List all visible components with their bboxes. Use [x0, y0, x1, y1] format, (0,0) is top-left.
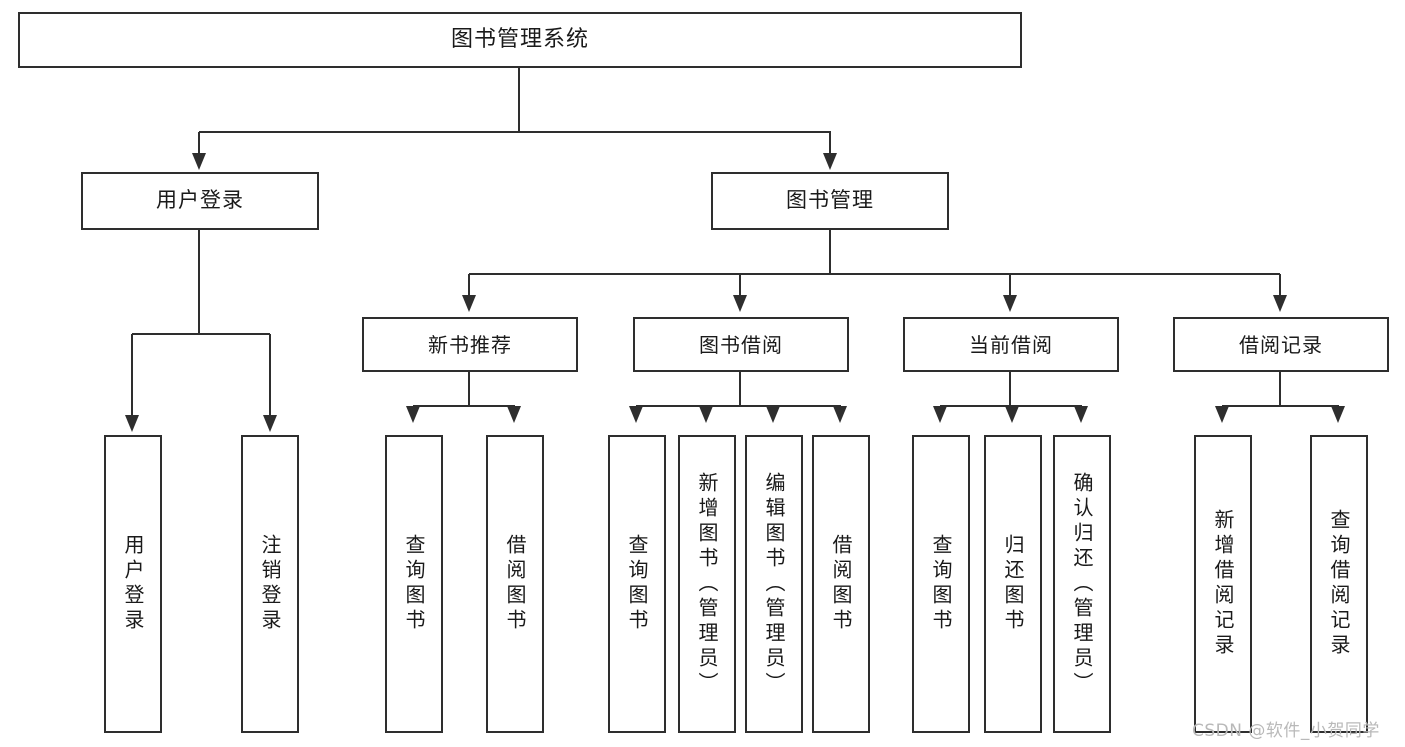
arrow-new-book-recommend-0 — [406, 406, 420, 423]
node-label: 新增图书（管理员） — [695, 471, 719, 697]
node-label: 用户登录 — [121, 534, 145, 634]
watermark-text: CSDN @软件_小贺同学 — [1192, 721, 1380, 741]
node-label: 借阅图书 — [829, 534, 853, 634]
arrow-root-1 — [823, 153, 837, 170]
node-borrow-record[interactable]: 借阅记录 — [1173, 317, 1389, 372]
node-label: 查询图书 — [929, 534, 953, 634]
node-new-book-recommend[interactable]: 新书推荐 — [362, 317, 578, 372]
node-root-system[interactable]: 图书管理系统 — [18, 12, 1022, 68]
arrow-current-borrow-0 — [933, 406, 947, 423]
connector-book-management-stem — [828, 230, 832, 275]
node-label: 编辑图书（管理员） — [762, 471, 786, 697]
connector-root-drop-1 — [828, 132, 832, 154]
node-book-borrow[interactable]: 图书借阅 — [633, 317, 849, 372]
connector-user-login-drop-1 — [268, 334, 272, 416]
node-leaf-return-book[interactable]: 归还图书 — [984, 435, 1042, 733]
arrow-current-borrow-2 — [1074, 406, 1088, 423]
node-label: 新增借阅记录 — [1211, 509, 1235, 659]
connector-root-drop-0 — [197, 132, 201, 154]
node-leaf-add-book-admin[interactable]: 新增图书（管理员） — [678, 435, 736, 733]
connector-root-stem — [517, 68, 521, 133]
arrow-borrow-record-1 — [1331, 406, 1345, 423]
arrow-root-0 — [192, 153, 206, 170]
node-label: 查询图书 — [402, 534, 426, 634]
node-user-login[interactable]: 用户登录 — [81, 172, 319, 230]
connector-borrow-record-stem — [1278, 372, 1282, 407]
arrow-book-management-2 — [1003, 295, 1017, 312]
node-leaf-query-book-3[interactable]: 查询图书 — [912, 435, 970, 733]
node-leaf-borrow-book-2[interactable]: 借阅图书 — [812, 435, 870, 733]
node-leaf-add-borrow-record[interactable]: 新增借阅记录 — [1194, 435, 1252, 733]
arrow-book-borrow-2 — [766, 406, 780, 423]
connector-borrow-record-bar — [1222, 404, 1339, 408]
connector-book-management-drop-1 — [738, 274, 742, 296]
node-leaf-confirm-return-admin[interactable]: 确认归还（管理员） — [1053, 435, 1111, 733]
connector-user-login-bar — [132, 332, 270, 336]
node-leaf-query-book-2[interactable]: 查询图书 — [608, 435, 666, 733]
connector-book-management-drop-2 — [1008, 274, 1012, 296]
node-leaf-user-logout[interactable]: 注销登录 — [241, 435, 299, 733]
node-book-management[interactable]: 图书管理 — [711, 172, 949, 230]
arrow-book-management-3 — [1273, 295, 1287, 312]
node-leaf-borrow-book-1[interactable]: 借阅图书 — [486, 435, 544, 733]
connector-book-management-drop-3 — [1278, 274, 1282, 296]
connector-book-borrow-stem — [738, 372, 742, 407]
connector-book-management-drop-0 — [467, 274, 471, 296]
node-label: 查询图书 — [625, 534, 649, 634]
node-label: 注销登录 — [258, 534, 282, 634]
node-label: 新书推荐 — [428, 332, 512, 357]
node-label: 用户登录 — [156, 188, 244, 213]
node-label: 归还图书 — [1001, 534, 1025, 634]
connector-current-borrow-stem — [1008, 372, 1012, 407]
arrow-current-borrow-1 — [1005, 406, 1019, 423]
node-label: 查询借阅记录 — [1327, 509, 1351, 659]
connector-root-bar — [199, 130, 831, 134]
node-current-borrow[interactable]: 当前借阅 — [903, 317, 1119, 372]
arrow-user-login-1 — [263, 415, 277, 432]
node-label: 当前借阅 — [969, 332, 1053, 357]
connector-user-login-drop-0 — [130, 334, 134, 416]
arrow-book-borrow-1 — [699, 406, 713, 423]
arrow-book-management-0 — [462, 295, 476, 312]
connector-book-management-bar — [469, 272, 1280, 276]
node-label: 确认归还（管理员） — [1070, 471, 1094, 697]
node-leaf-edit-book-admin[interactable]: 编辑图书（管理员） — [745, 435, 803, 733]
arrow-borrow-record-0 — [1215, 406, 1229, 423]
arrow-book-management-1 — [733, 295, 747, 312]
connector-new-book-recommend-stem — [467, 372, 471, 407]
node-label: 图书管理系统 — [450, 26, 589, 52]
node-label: 图书管理 — [786, 188, 874, 213]
connector-new-book-recommend-bar — [413, 404, 515, 408]
node-label: 借阅图书 — [503, 534, 527, 634]
node-label: 图书借阅 — [699, 332, 783, 357]
connector-book-borrow-bar — [636, 404, 841, 408]
connector-user-login-stem — [197, 230, 201, 335]
arrow-book-borrow-3 — [833, 406, 847, 423]
node-leaf-query-book-1[interactable]: 查询图书 — [385, 435, 443, 733]
arrow-new-book-recommend-1 — [507, 406, 521, 423]
arrow-book-borrow-0 — [629, 406, 643, 423]
node-label: 借阅记录 — [1239, 332, 1323, 357]
node-leaf-user-login[interactable]: 用户登录 — [104, 435, 162, 733]
node-leaf-query-borrow-record[interactable]: 查询借阅记录 — [1310, 435, 1368, 733]
arrow-user-login-0 — [125, 415, 139, 432]
